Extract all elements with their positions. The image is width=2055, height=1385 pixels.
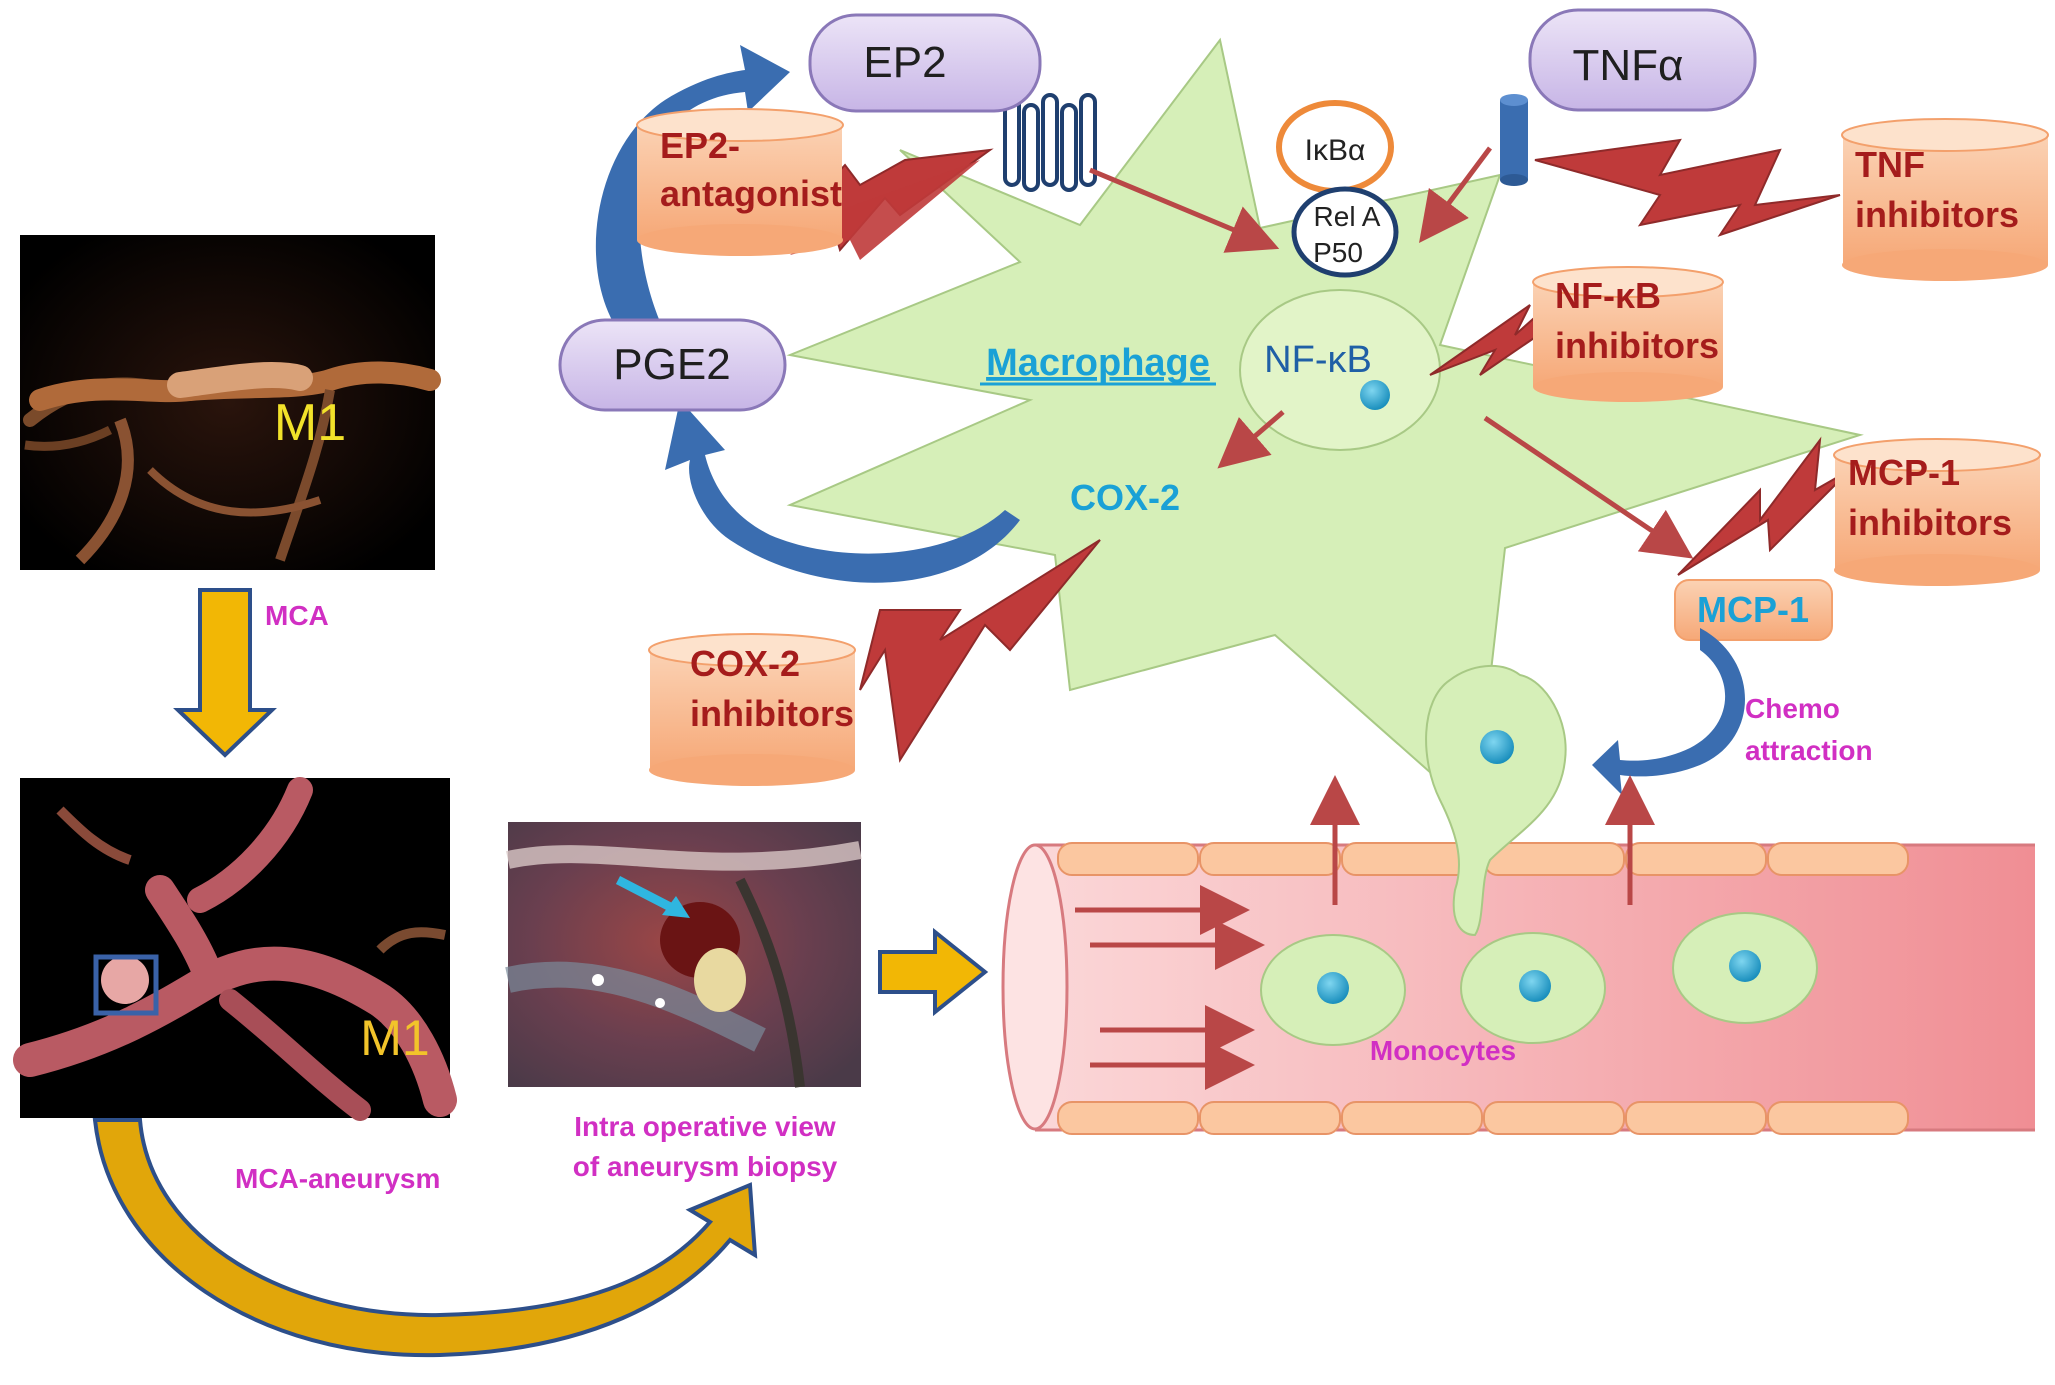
intraoperative-photo bbox=[505, 822, 862, 1088]
tnf-inhibitors-cylinder: TNF inhibitors bbox=[1841, 118, 2049, 281]
mcp1-node bbox=[1674, 579, 1833, 641]
angiogram-m1-image: M1 bbox=[20, 235, 441, 570]
ep2-to-nfkb-arrow bbox=[1089, 167, 1280, 253]
gold-curved-arrow bbox=[92, 1118, 758, 1358]
pge2-node bbox=[558, 318, 787, 412]
chemo-label-line2: attraction bbox=[1745, 735, 1873, 766]
tnf-inhibition-bolt bbox=[1534, 138, 1841, 237]
cox2-to-pge2-arrow bbox=[665, 400, 1020, 583]
ep2-antagonist-label-line2: antagonist bbox=[660, 173, 842, 214]
cox2-inhibitors-cylinder: COX-2 inhibitors bbox=[648, 633, 856, 786]
mcp1-inhibitors-label-line2: inhibitors bbox=[1848, 502, 2012, 543]
aneurysm-box bbox=[93, 954, 159, 1016]
migrating-monocyte-nucleus bbox=[1480, 730, 1514, 764]
ikba-label: IκBα bbox=[1305, 134, 1366, 167]
chemo-label-line1: Chemo bbox=[1745, 693, 1840, 724]
ep2-receptor-icon bbox=[1003, 93, 1097, 192]
monocytes-label: Monocytes bbox=[1370, 1035, 1516, 1066]
m1-label-top: M1 bbox=[274, 394, 346, 452]
macrophage-label: Macrophage bbox=[986, 342, 1210, 384]
nfkb-inhibitors-cylinder: NF-κB inhibitors bbox=[1532, 266, 1724, 402]
cox2-label: COX-2 bbox=[1070, 477, 1180, 518]
nfkb-inhibitors-label-line1: NF-κB bbox=[1555, 275, 1661, 316]
chemo-attraction-arrow bbox=[1592, 628, 1745, 795]
cox2-inhibitors-label-line1: COX-2 bbox=[690, 643, 800, 684]
rela-label: Rel A bbox=[1314, 201, 1381, 232]
migrating-monocyte bbox=[1425, 664, 1567, 937]
p50-label: P50 bbox=[1313, 237, 1363, 268]
blood-flow-arrows bbox=[1075, 885, 1265, 1090]
nucleus-dot bbox=[1360, 380, 1390, 410]
mcp1-label: MCP-1 bbox=[1697, 589, 1809, 630]
nfkb-inhibitors-label-line2: inhibitors bbox=[1555, 325, 1719, 366]
endothelium-top bbox=[1057, 842, 1909, 876]
mcp1-inhibitors-cylinder: MCP-1 inhibitors bbox=[1833, 438, 2041, 586]
ep2-antagonist-cylinder: EP2- antagonist bbox=[636, 108, 844, 256]
tnf-receptor-icon bbox=[1500, 94, 1528, 186]
nfkb-to-cox2-arrow bbox=[1217, 410, 1285, 469]
ep2-label: EP2 bbox=[863, 38, 946, 87]
tnf-inhibitors-label-line1: TNF bbox=[1855, 144, 1925, 185]
cox2-inhibitors-label-line2: inhibitors bbox=[690, 693, 854, 734]
angiogram-mca-aneurysm-image: M1 bbox=[13, 777, 457, 1121]
tnf-node bbox=[1528, 8, 1757, 112]
ep2-antagonist-label-line1: EP2- bbox=[660, 125, 740, 166]
nfkb-label: NF-κB bbox=[1264, 339, 1372, 381]
endothelium-bottom bbox=[1057, 1101, 1909, 1135]
tnf-inhibitors-label-line2: inhibitors bbox=[1855, 194, 2019, 235]
mcp1-inhibition-bolt bbox=[1677, 436, 1851, 576]
tnf-label: TNFα bbox=[1573, 41, 1684, 90]
gold-right-arrow bbox=[878, 927, 989, 1017]
mcp1-inhibitors-label-line1: MCP-1 bbox=[1848, 452, 1960, 493]
intraop-label-line1: Intra operative view bbox=[574, 1111, 836, 1142]
m1-label-bottom: M1 bbox=[360, 1010, 429, 1066]
cox2-inhibition-bolt bbox=[859, 539, 1101, 763]
mca-aneurysm-label: MCA-aneurysm bbox=[235, 1163, 440, 1194]
gold-down-arrow bbox=[173, 588, 277, 758]
monocyte-cells bbox=[1260, 912, 1818, 1046]
blood-vessel: Monocytes bbox=[1001, 775, 2035, 1135]
nfkb-to-mcp1-arrow bbox=[1483, 415, 1694, 559]
tnf-to-nfkb-arrow bbox=[1419, 146, 1493, 244]
mca-label: MCA bbox=[265, 600, 329, 631]
intraop-label-line2: of aneurysm biopsy bbox=[573, 1151, 838, 1182]
rela-p50-complex bbox=[1291, 186, 1399, 278]
ep2-node bbox=[808, 13, 1042, 113]
pge2-label: PGE2 bbox=[613, 340, 730, 389]
